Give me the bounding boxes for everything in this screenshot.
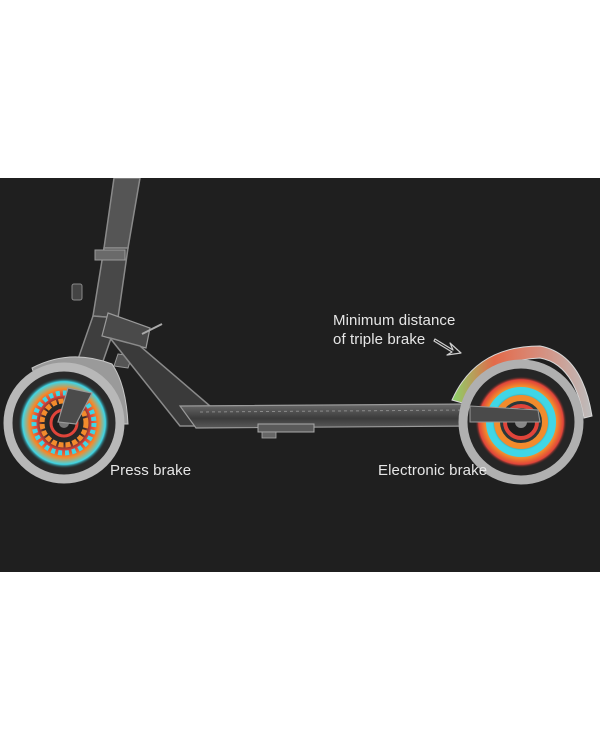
press-brake-label: Press brake <box>110 462 192 479</box>
product-image-panel: Minimum distance of triple brake Press b… <box>0 178 600 572</box>
front-fork <box>57 387 93 425</box>
electronic-brake-label: Electronic brake <box>378 462 488 479</box>
rear-arm <box>469 405 541 423</box>
triple-brake-caption-line1: Minimum distance <box>333 312 456 329</box>
triple-brake-caption-line2: of triple brake <box>333 331 426 348</box>
triple-brake-caption: Minimum distance of triple brake <box>333 311 455 349</box>
arrow-down-right-icon <box>433 338 462 356</box>
electric-scooter-illustration <box>3 178 593 485</box>
scooter-deck <box>178 403 477 439</box>
